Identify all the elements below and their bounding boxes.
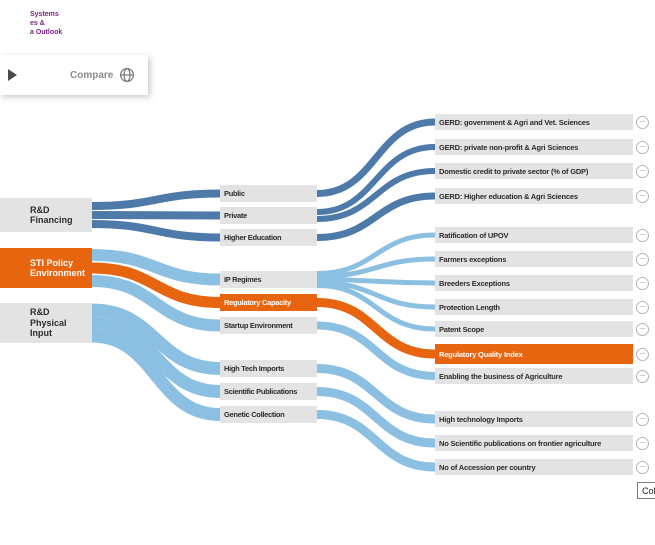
flow-rd-financing-higher-education: [91, 220, 221, 242]
flow-rd-financing-public: [91, 189, 221, 210]
flow-ip-regimes-breeders: [316, 277, 436, 286]
collapse-node-icon[interactable]: –: [636, 115, 649, 129]
flow-rd-financing-private: [91, 211, 221, 220]
node-rd-physical-input[interactable]: R&D Physical Input: [0, 303, 92, 343]
node-farmers-exceptions[interactable]: Farmers exceptions: [435, 251, 633, 267]
node-startup-environment[interactable]: Startup Environment: [220, 317, 317, 334]
flow-rd-physical-scientific-publications: [91, 316, 221, 398]
node-breeders-exceptions[interactable]: Breeders Exceptions: [435, 275, 633, 291]
node-gerd-higher-education[interactable]: GERD: Higher education & Agri Sciences: [435, 188, 633, 204]
logo-line-1: Systems: [30, 11, 59, 18]
flow-higher-education-gerd-higher: [316, 192, 436, 241]
collapse-node-icon[interactable]: –: [636, 322, 649, 336]
node-protection-length[interactable]: Protection Length: [435, 299, 633, 315]
collapse-node-icon[interactable]: –: [636, 252, 649, 266]
collapse-node-icon[interactable]: –: [636, 228, 649, 242]
collapse-node-icon[interactable]: –: [636, 436, 649, 450]
collapse-node-icon[interactable]: –: [636, 276, 649, 290]
node-accession-per-country[interactable]: No of Accession per country: [435, 459, 633, 475]
flow-sti-policy-startup-environment: [91, 275, 221, 332]
node-higher-education[interactable]: Higher Education: [220, 229, 317, 246]
collapse-all-button[interactable]: Col: [637, 482, 655, 499]
logo-line-2: es &: [30, 20, 45, 27]
node-genetic-collection[interactable]: Genetic Collection: [220, 406, 317, 423]
collapse-node-icon[interactable]: –: [636, 369, 649, 383]
collapse-node-icon[interactable]: –: [636, 189, 649, 203]
flow-ip-regimes-patent-scope: [316, 283, 436, 332]
collapse-node-icon[interactable]: –: [636, 347, 649, 361]
flow-sti-policy-regulatory-capacity: [91, 262, 221, 308]
node-sti-policy-environment[interactable]: STI Policy Environment: [0, 248, 92, 288]
node-gerd-private[interactable]: GERD: private non-profit & Agri Sciences: [435, 139, 633, 155]
app-logo: Systems es & a Outlook: [30, 10, 62, 37]
flow-startup-enabling-business: [316, 321, 436, 380]
toolbar: Compare: [0, 55, 148, 95]
node-no-scientific-publications[interactable]: No Scientific publications on frontier a…: [435, 435, 633, 451]
flow-public-gerd-government: [316, 118, 436, 197]
node-public[interactable]: Public: [220, 185, 317, 202]
node-high-technology-imports[interactable]: High technology Imports: [435, 411, 633, 427]
node-enabling-business-agriculture[interactable]: Enabling the business of Agriculture: [435, 368, 633, 384]
flow-ip-regimes-protection-length: [316, 280, 436, 310]
node-scientific-publications[interactable]: Scientific Publications: [220, 383, 317, 400]
node-ratification-upov[interactable]: Ratification of UPOV: [435, 227, 633, 243]
node-rd-financing[interactable]: R&D Financing: [0, 198, 92, 232]
flow-high-tech-imports-high-technology: [316, 364, 436, 424]
flow-private-domestic-credit: [316, 168, 436, 222]
node-high-tech-imports[interactable]: High Tech Imports: [220, 360, 317, 377]
compare-button[interactable]: Compare: [70, 55, 135, 95]
collapse-node-icon[interactable]: –: [636, 460, 649, 474]
flow-genetic-collection-accession: [316, 410, 436, 472]
flow-regulatory-capacity-quality-index: [316, 298, 436, 359]
logo-line-3: a Outlook: [30, 29, 63, 36]
globe-icon: [120, 67, 135, 83]
flow-ip-regimes-farmers: [316, 256, 436, 279]
collapse-node-icon[interactable]: –: [636, 164, 649, 178]
node-private[interactable]: Private: [220, 207, 317, 224]
compare-label: Compare: [70, 69, 114, 81]
collapse-node-icon[interactable]: –: [636, 140, 649, 154]
collapse-node-icon[interactable]: –: [636, 300, 649, 314]
flow-sti-policy-ip-regimes: [91, 249, 221, 286]
collapse-node-icon[interactable]: –: [636, 412, 649, 426]
flow-scientific-publications-frontier: [316, 387, 436, 448]
node-patent-scope[interactable]: Patent Scope: [435, 321, 633, 337]
node-ip-regimes[interactable]: IP Regimes: [220, 271, 317, 288]
play-button[interactable]: [8, 69, 22, 83]
node-domestic-credit[interactable]: Domestic credit to private sector (% of …: [435, 163, 633, 179]
flow-rd-physical-genetic-collection: [91, 329, 221, 421]
node-gerd-government[interactable]: GERD: government & Agri and Vet. Science…: [435, 114, 633, 130]
flow-rd-physical-high-tech-imports: [91, 303, 221, 375]
node-regulatory-quality-index[interactable]: Regulatory Quality Index: [435, 344, 633, 364]
node-regulatory-capacity[interactable]: Regulatory Capacity: [220, 294, 317, 311]
play-icon: [8, 69, 17, 81]
flow-private-gerd-private: [316, 144, 436, 215]
flow-ip-regimes-upov: [316, 232, 436, 276]
